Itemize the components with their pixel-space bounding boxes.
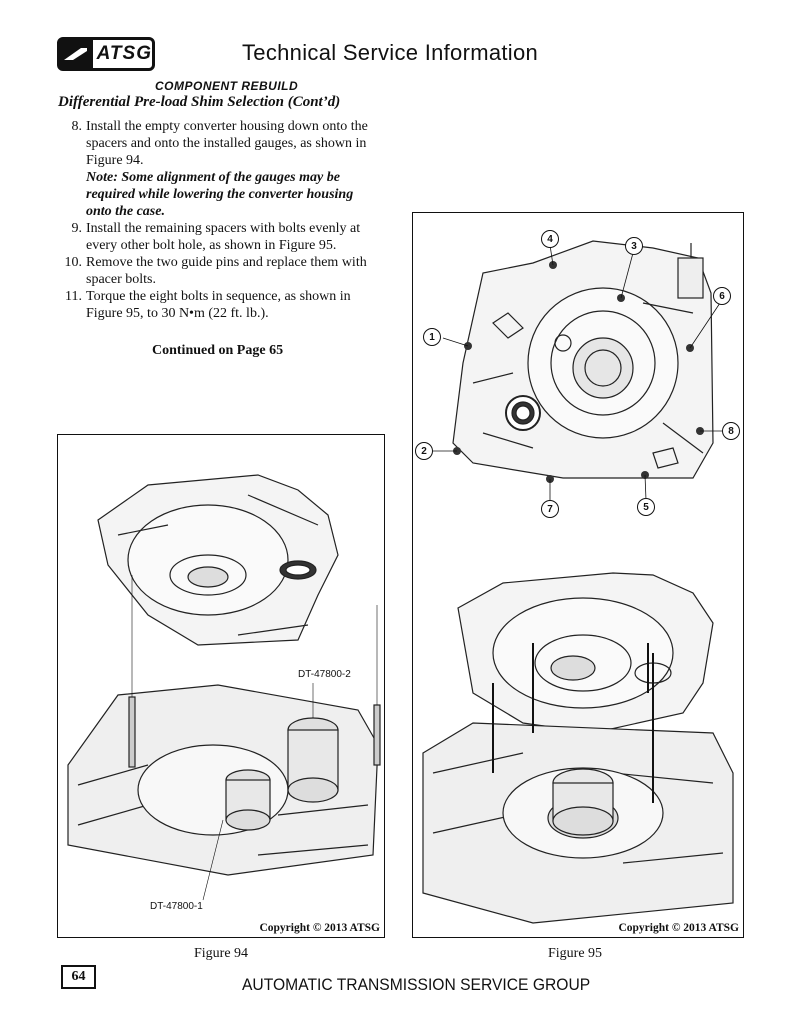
step-note: Note: Some alignment of the gauges may b… <box>86 170 354 219</box>
step-text: Install the empty converter housing down… <box>86 119 368 168</box>
tool-label-dt-47800-2: DT-47800-2 <box>298 669 351 680</box>
step-item: 8. Install the empty converter housing d… <box>60 118 380 220</box>
section-label: COMPONENT REBUILD <box>155 79 299 93</box>
figure-95-illustration <box>422 240 734 924</box>
step-number: 8. <box>71 119 83 134</box>
figure-95-caption: Figure 95 <box>548 946 603 961</box>
step-number: 11. <box>65 289 82 304</box>
step-text: Remove the two guide pins and replace th… <box>86 255 367 287</box>
instruction-steps: 8. Install the empty converter housing d… <box>60 118 380 322</box>
bolt-callout-5: 5 <box>637 498 655 516</box>
page-number: 64 <box>61 965 96 989</box>
bolt-callout-8: 8 <box>722 422 740 440</box>
figure-94-caption: Figure 94 <box>194 946 249 961</box>
bolt-callout-3: 3 <box>625 237 643 255</box>
figure-95-copyright: Copyright © 2013 ATSG <box>618 922 739 934</box>
step-text: Torque the eight bolts in sequence, as s… <box>86 289 351 321</box>
subheading: Differential Pre-load Shim Selection (Co… <box>58 94 341 110</box>
step-item: 9. Install the remaining spacers with bo… <box>60 220 380 254</box>
step-item: 11. Torque the eight bolts in sequence, … <box>60 288 380 322</box>
figure-94-illustration <box>67 474 381 901</box>
step-text: Install the remaining spacers with bolts… <box>86 221 361 253</box>
bolt-callout-4: 4 <box>541 230 559 248</box>
bolt-callout-1: 1 <box>423 328 441 346</box>
bolt-callout-2: 2 <box>415 442 433 460</box>
page-footer: AUTOMATIC TRANSMISSION SERVICE GROUP <box>242 975 591 994</box>
bolt-callout-7: 7 <box>541 500 559 518</box>
figure-95: 1 2 3 4 5 6 7 8 Copyright © 2013 ATSG <box>412 212 744 938</box>
bolt-callout-6: 6 <box>713 287 731 305</box>
tool-label-dt-47800-1: DT-47800-1 <box>150 901 203 912</box>
figure-94: DT-47800-2 DT-47800-1 Copyright © 2013 A… <box>57 434 385 938</box>
step-item: 10. Remove the two guide pins and replac… <box>60 254 380 288</box>
logo-text: ATSG <box>96 43 152 64</box>
step-number: 10. <box>64 255 83 270</box>
page-header-title: Technical Service Information <box>242 40 539 65</box>
logo-mark-icon <box>60 40 93 68</box>
figure-94-copyright: Copyright © 2013 ATSG <box>259 922 380 934</box>
continued-note: Continued on Page 65 <box>152 343 284 358</box>
atsg-logo: ATSG <box>57 37 155 71</box>
step-number: 9. <box>71 221 83 236</box>
